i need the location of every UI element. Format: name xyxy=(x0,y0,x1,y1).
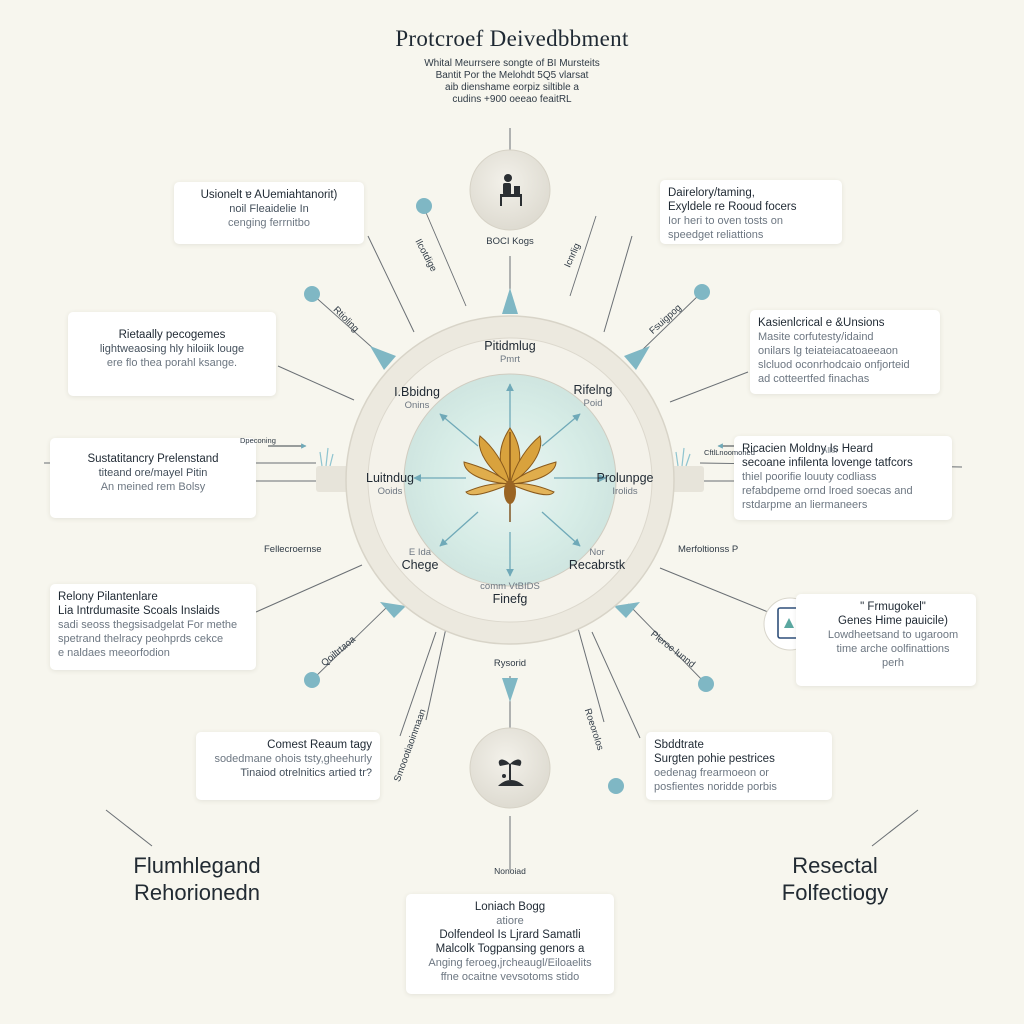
arrow-label-left: Dpeconing xyxy=(240,436,276,445)
hub-label-upper-left: I.Bbidng Onins xyxy=(394,385,440,412)
corner-heading-left: Flumhlegand Rehorionedn xyxy=(133,853,261,905)
label-left-mid: Fellecroernse xyxy=(264,544,322,555)
hub-label-top: Pitidmlug Pmrt xyxy=(484,339,536,366)
card-right: Ricacien Moldny Is Heard secoane infilen… xyxy=(734,436,952,520)
card-bottom-right: Sbddtrate Surgten pohie pestrices oedena… xyxy=(646,732,832,800)
card-lower-right: " Frmugokel" Genes Hime pauicile) Lowdhe… xyxy=(796,594,976,686)
person-at-desk-icon xyxy=(500,174,522,206)
arrow-label-right: CftlLnoomoned xyxy=(704,448,755,457)
card-top-right: Dairelory/taming, Exyldele re Rooud foce… xyxy=(660,180,842,244)
hub-inner-arrows xyxy=(413,383,607,577)
hub-label-lower-right: Nor Recabrstk xyxy=(568,547,626,572)
subtitle-line: Bantit Por the Melohdt 5Q5 vlarsat xyxy=(435,70,589,81)
page-title: Protcroef Deivedbbment xyxy=(395,26,629,51)
subtitle-line: Whital Meurrsere songte of BI Mursteits xyxy=(424,58,600,69)
bottom-caption: Nonoiad xyxy=(494,866,526,876)
subtitle-line: aib dienshame eorpiz siltible a xyxy=(445,82,579,93)
hand-plant-icon xyxy=(498,759,524,786)
card-top-left: Usionelt ɐ AUemiahtanorit) noil Fleaidel… xyxy=(174,182,364,244)
card-mid-left: Rietaally pecogemes lightweaosing hly hi… xyxy=(68,312,276,396)
card-mid-right: Kasienlcrical e &Unsions Masite corfutes… xyxy=(750,310,940,394)
hub-label-left: Luitndug Ooids xyxy=(366,471,414,498)
hub-label-lower-left: E Ida Chege xyxy=(401,547,439,572)
hub-label-right: Prolunpge Irolids xyxy=(596,471,654,498)
top-node-label: BOCI Kogs xyxy=(486,236,534,247)
subtitle-line: cudins +900 oeeao feaitRL xyxy=(452,94,572,105)
hub-arrowheads xyxy=(370,288,650,702)
subtitle-block: Whital Meurrsere songte of BI Mursteits … xyxy=(392,58,632,106)
hub-label-bottom: comm VtBIDS Finefg xyxy=(480,581,540,606)
corner-heading-right: Resectal Folfectiogy xyxy=(781,853,889,905)
spoke-dots xyxy=(304,198,714,794)
card-bottom-left: Comest Reaum tagy sodedmane ohois tsty,g… xyxy=(196,732,380,800)
label-right-mid: Merfoltionss P xyxy=(678,544,739,555)
card-bottom-center: Loniach Bogg atiore Dolfendeol Is Ljrard… xyxy=(406,894,614,994)
leaf-emblem-icon xyxy=(463,427,557,522)
connector-lines xyxy=(105,235,919,847)
grass-decor xyxy=(319,447,691,467)
card-lower-left: Relony Pilantenlare Lia Intrdumasite Sco… xyxy=(50,584,256,670)
bottom-node-label: Rysorid xyxy=(493,658,527,669)
hub-label-upper-right: Rifelng Poid xyxy=(573,383,613,410)
right-note: Aller xyxy=(822,446,839,455)
card-left: Sustatitancry Prelenstand titeand ore/ma… xyxy=(50,438,256,518)
